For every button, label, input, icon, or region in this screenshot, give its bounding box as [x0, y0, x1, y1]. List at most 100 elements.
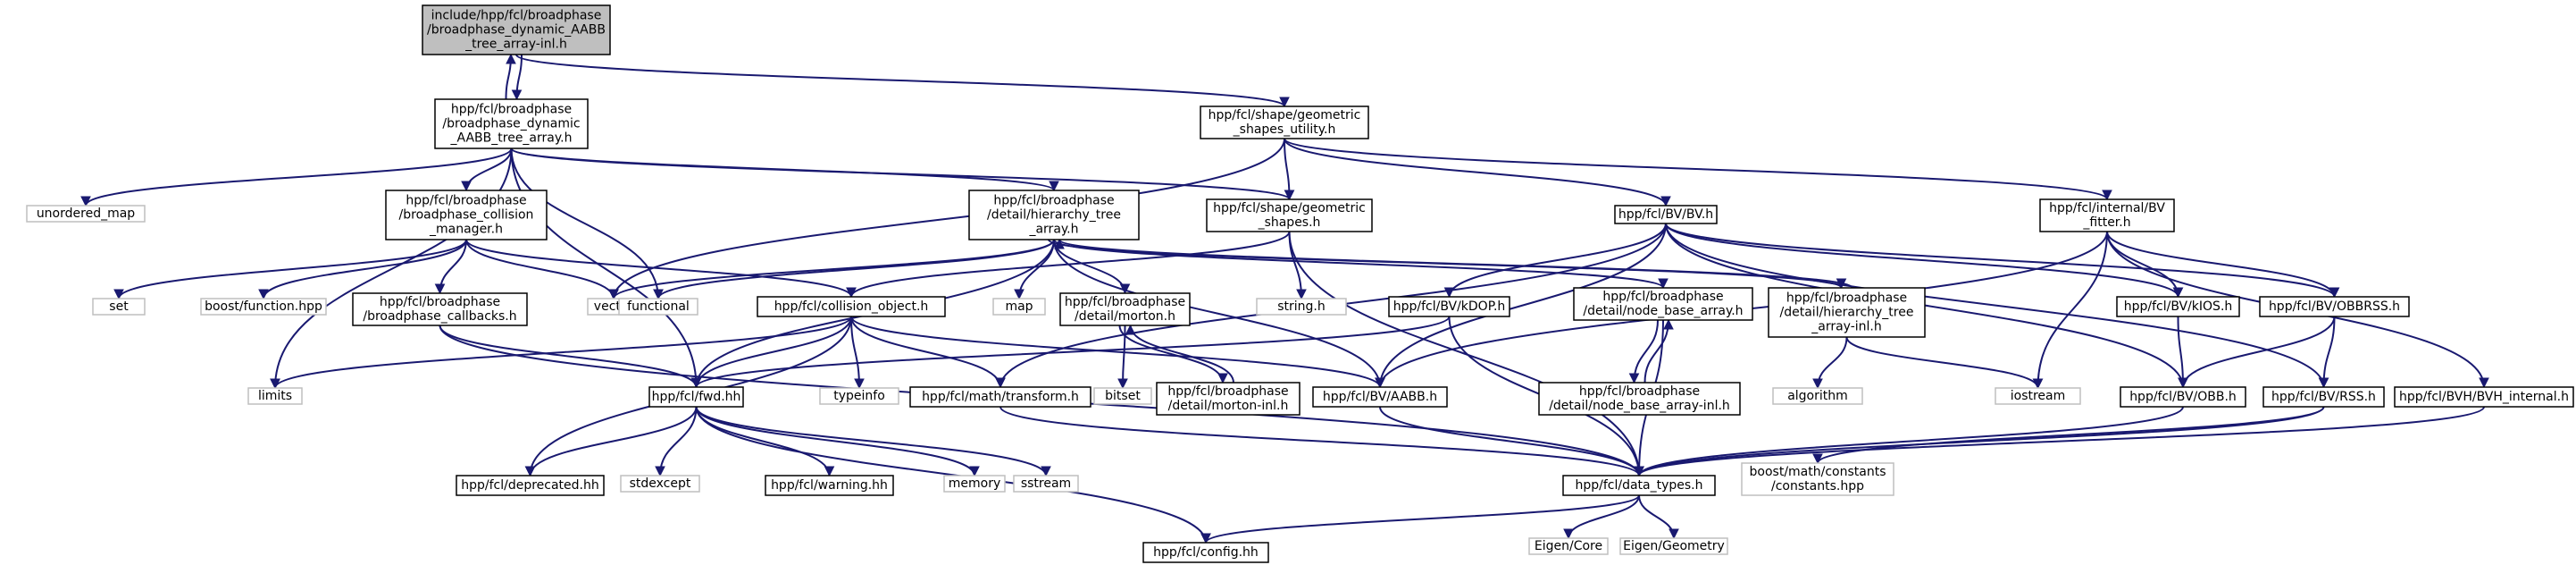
node-box [1741, 462, 1894, 496]
edge-arrowhead [1812, 453, 1823, 465]
node-morton[interactable]: hpp/fcl/broadphase/detail/morton.h [1059, 292, 1191, 326]
node-transform[interactable]: hpp/fcl/math/transform.h [909, 386, 1091, 408]
node-node-base-array[interactable]: hpp/fcl/broadphase/detail/node_base_arra… [1573, 287, 1753, 321]
node-kdop[interactable]: hpp/fcl/BV/kDOP.h [1388, 296, 1510, 317]
edge-obbrss-to-rss [2322, 316, 2336, 388]
node-set[interactable]: set [92, 298, 146, 316]
node-label-line: unordered_map [37, 207, 135, 221]
node-layer: include/hpp/fcl/broadphase/broadphase_dy… [26, 4, 2574, 563]
node-label-line: memory [949, 476, 1001, 491]
node-algorithm[interactable]: algorithm [1772, 387, 1863, 405]
node-bvh-internal[interactable]: hpp/fcl/BVH/BVH_internal.h [2394, 386, 2574, 408]
edge-arrowhead [1117, 378, 1128, 390]
node-map[interactable]: map [992, 298, 1046, 316]
node-label-line: /detail/node_base_array.h [1583, 304, 1743, 318]
node-box [1772, 387, 1863, 405]
edge-arrowhead [80, 196, 91, 207]
node-box [26, 205, 146, 223]
node-box [1156, 382, 1301, 416]
node-hierarchy-tree-array[interactable]: hpp/fcl/broadphase/detail/hierarchy_tree… [968, 190, 1140, 240]
edge-obb-to-data-types [1638, 406, 2184, 476]
edge-arrowhead [2032, 378, 2044, 390]
node-warning[interactable]: hpp/fcl/warning.hh [765, 475, 894, 496]
node-label-line: iostream [2011, 389, 2066, 403]
node-geom-shapes[interactable]: hpp/fcl/shape/geometric_shapes.h [1206, 198, 1373, 232]
node-stdexcept[interactable]: stdexcept [620, 475, 700, 493]
node-label-line: set [109, 299, 129, 314]
edge-arrowhead [2172, 287, 2184, 299]
node-box [434, 98, 589, 149]
node-aabb[interactable]: hpp/fcl/BV/AABB.h [1312, 386, 1448, 408]
edge-rss-to-boost-constants [1817, 406, 2325, 464]
node-collision-object[interactable]: hpp/fcl/collision_object.h [757, 296, 946, 317]
node-fwd[interactable]: hpp/fcl/fwd.hh [648, 386, 744, 408]
edge-arrowhead [1634, 466, 1644, 477]
node-bv-h[interactable]: hpp/fcl/BV/BV.h [1614, 205, 1718, 224]
node-label-line: _tree_array-inl.h [464, 38, 567, 52]
edge-geom-shapes-to-collision-object [850, 231, 1291, 298]
node-geom-utility[interactable]: hpp/fcl/shape/geometric_shapes_utility.h [1200, 105, 1369, 139]
edge-data-types-to-eigen-geometry [1638, 494, 1675, 539]
node-iostream[interactable]: iostream [1995, 387, 2081, 405]
node-label-line: Eigen/Core [1535, 539, 1602, 553]
node-eigen-geometry[interactable]: Eigen/Geometry [1619, 537, 1728, 555]
node-label-line: include/hpp/fcl/broadphase [431, 9, 602, 23]
edge-hierarchy-tree-array-inl-to-iostream [1845, 336, 2039, 389]
node-functional[interactable]: functional [618, 298, 698, 316]
node-unordered-map[interactable]: unordered_map [26, 205, 146, 223]
edge-bv-fitter-to-iostream [2037, 231, 2108, 389]
node-box [1059, 292, 1191, 326]
edge-arrowhead [1054, 238, 1065, 249]
edge-tree-array-h-to-unordered-map [85, 148, 513, 207]
edge-arrowhead [2329, 287, 2340, 299]
edge-bvh-internal-to-data-types [1638, 406, 2485, 476]
edge-arrowhead [969, 466, 980, 477]
node-box [1093, 387, 1152, 405]
node-callbacks[interactable]: hpp/fcl/broadphase/broadphase_callbacks.… [352, 292, 528, 326]
node-deprecated[interactable]: hpp/fcl/deprecated.hh [456, 475, 605, 496]
edge-arrowhead [608, 289, 619, 300]
node-rss[interactable]: hpp/fcl/BV/RSS.h [2262, 386, 2385, 408]
node-tree-array-h[interactable]: hpp/fcl/broadphase/broadphase_dynamic_AA… [434, 98, 589, 149]
node-limits[interactable]: limits [247, 387, 303, 405]
edge-arrowhead [2318, 377, 2329, 389]
edge-hierarchy-tree-array-inl-to-algorithm [1817, 336, 1848, 389]
node-bv-fitter[interactable]: hpp/fcl/internal/BV_fitter.h [2039, 198, 2175, 232]
edge-arrowhead [524, 466, 536, 477]
node-string-h[interactable]: string.h [1256, 298, 1347, 316]
node-box [352, 292, 528, 326]
node-box [200, 298, 327, 316]
node-boost-function[interactable]: boost/function.hpp [200, 298, 327, 316]
edge-arrowhead [1284, 190, 1295, 201]
node-collision-manager[interactable]: hpp/fcl/broadphase/broadphase_collision_… [385, 190, 548, 240]
node-typeinfo[interactable]: typeinfo [819, 387, 899, 405]
node-label-line: hpp/fcl/broadphase [1786, 291, 1907, 306]
node-node-base-array-inl[interactable]: hpp/fcl/broadphase/detail/node_base_arra… [1538, 382, 1741, 416]
edge-hierarchy-tree-array-to-node-base-array [1053, 239, 1664, 289]
node-sstream[interactable]: sstream [1013, 475, 1079, 493]
node-obb[interactable]: hpp/fcl/BV/OBB.h [2120, 386, 2246, 408]
edge-collision-manager-to-boost-function [263, 239, 467, 299]
node-bitset[interactable]: bitset [1093, 387, 1152, 405]
node-label-line: hpp/fcl/BV/kIOS.h [2124, 299, 2233, 314]
node-obbrss[interactable]: hpp/fcl/BV/OBBRSS.h [2259, 296, 2410, 317]
node-tree-array-inl[interactable]: include/hpp/fcl/broadphase/broadphase_dy… [422, 4, 611, 55]
edge-bv-fitter-to-obbrss [2106, 231, 2336, 298]
node-boost-constants[interactable]: boost/math/constants/constants.hpp [1741, 462, 1894, 496]
node-eigen-core[interactable]: Eigen/Core [1528, 537, 1609, 555]
edge-collision-manager-to-vector [465, 239, 615, 299]
node-box [92, 298, 146, 316]
node-kios[interactable]: hpp/fcl/BV/kIOS.h [2116, 296, 2240, 317]
node-config[interactable]: hpp/fcl/config.hh [1142, 542, 1269, 563]
edge-arrowhead [846, 287, 857, 299]
node-label-line: string.h [1277, 299, 1326, 314]
node-label-line: algorithm [1787, 389, 1848, 403]
node-data-types[interactable]: hpp/fcl/data_types.h [1562, 475, 1716, 496]
node-label-line: hpp/fcl/BVH/BVH_internal.h [2399, 390, 2569, 404]
node-hierarchy-tree-array-inl[interactable]: hpp/fcl/broadphase/detail/hierarchy_tree… [1768, 287, 1926, 338]
node-morton-inl[interactable]: hpp/fcl/broadphase/detail/morton-inl.h [1156, 382, 1301, 416]
node-memory[interactable]: memory [943, 475, 1006, 493]
node-box [992, 298, 1046, 316]
node-label-line: Eigen/Geometry [1623, 539, 1725, 553]
